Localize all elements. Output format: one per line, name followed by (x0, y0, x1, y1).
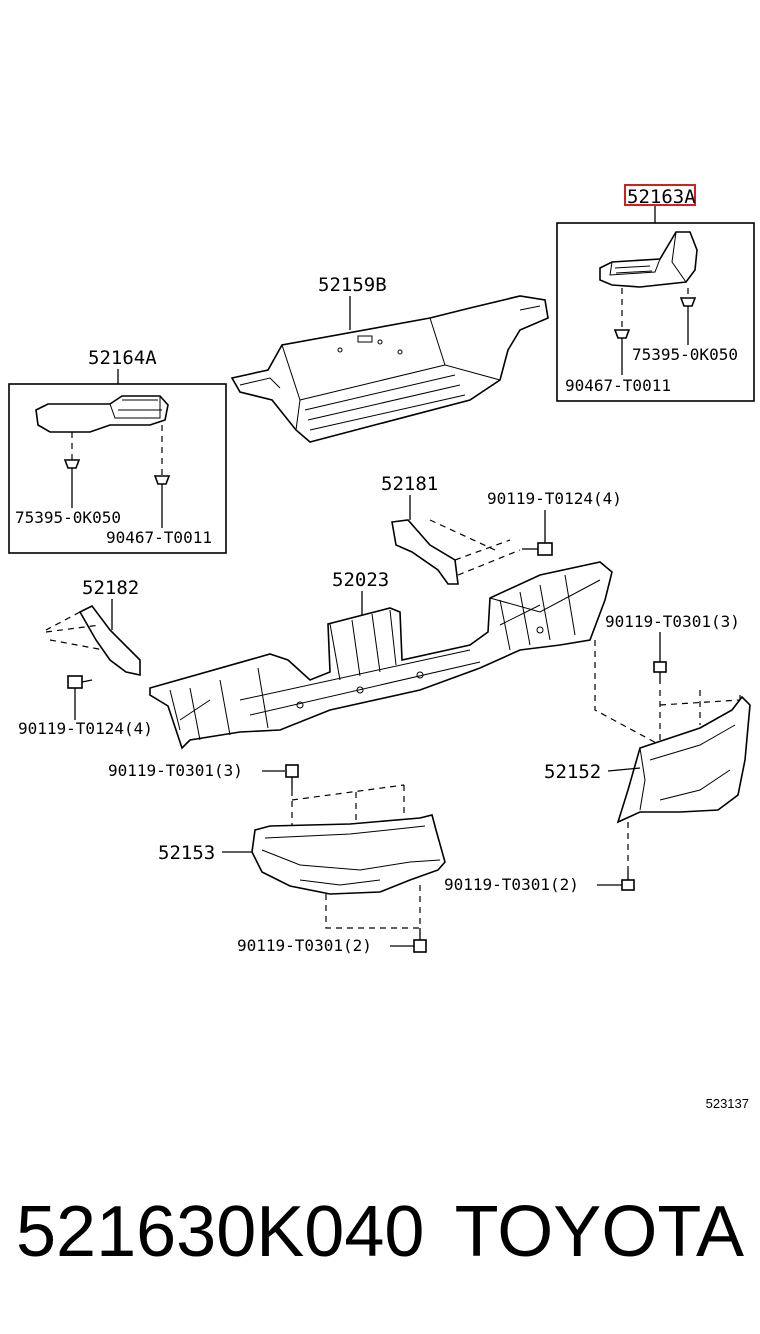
floor-pan (230, 295, 549, 443)
step-pad-left (35, 395, 169, 433)
rear-frame (149, 561, 613, 750)
bolt-icon (285, 764, 299, 790)
callout-52164a[interactable]: 52164A (88, 347, 157, 369)
callout-75395-right[interactable]: 75395-0K050 (632, 345, 738, 364)
bolt-icon (621, 870, 635, 891)
bolt-icon (522, 542, 553, 556)
bracket-52182 (78, 604, 141, 676)
callout-90119-t0301-3-left[interactable]: 90119-T0301(3) (108, 761, 243, 780)
callout-52023[interactable]: 52023 (332, 569, 389, 591)
callout-52182[interactable]: 52182 (82, 577, 139, 599)
group-52159b: 52159B (230, 274, 549, 443)
reference-code: 523137 (706, 1096, 749, 1111)
callout-52181[interactable]: 52181 (381, 473, 438, 495)
bolt-icon (413, 928, 427, 953)
group-52023: 52023 (149, 561, 613, 750)
clip-icon (63, 459, 81, 508)
group-52182: 52182 90119-T0124(4) (18, 577, 153, 738)
callout-52152[interactable]: 52152 (544, 761, 601, 783)
clip-icon (153, 475, 171, 528)
callout-52153[interactable]: 52153 (158, 842, 215, 864)
callout-90467-right[interactable]: 90467-T0011 (565, 376, 671, 395)
clip-icon (679, 297, 697, 345)
bumper-end-52153 (251, 814, 446, 895)
clip-icon (613, 329, 631, 375)
highlight-52163a (624, 184, 696, 206)
callout-90119-t0301-2-right[interactable]: 90119-T0301(2) (444, 875, 579, 894)
callout-75395-left[interactable]: 75395-0K050 (15, 508, 121, 527)
bolt-icon (67, 675, 93, 689)
callout-52163a[interactable]: 52163A (627, 186, 696, 208)
group-52153: 90119-T0301(3) 52153 90119-T0301(2) (108, 761, 446, 955)
group-52152: 90119-T0301(3) 52152 90119-T0301(2) (444, 612, 751, 894)
callout-52159b[interactable]: 52159B (318, 274, 387, 296)
bolt-icon (653, 661, 667, 684)
callout-90119-t0301-2-left[interactable]: 90119-T0301(2) (237, 936, 372, 955)
bracket-52181 (391, 519, 459, 585)
step-pad-right (599, 231, 698, 288)
part-number: 521630K040 (16, 1192, 424, 1272)
group-52164a: 52164A 75395-0K050 90467-T0011 (8, 347, 227, 554)
brand-name: TOYOTA (455, 1192, 744, 1272)
group-52163a: 52163A 75395-0K050 90467-T0011 (556, 184, 755, 402)
bumper-end-52152 (616, 695, 751, 824)
callout-90119-t0124-right[interactable]: 90119-T0124(4) (487, 489, 622, 508)
group-52181: 52181 90119-T0124(4) (381, 473, 622, 585)
callout-90467-left[interactable]: 90467-T0011 (106, 528, 212, 547)
box-52163a (556, 222, 755, 402)
callout-90119-t0124-left[interactable]: 90119-T0124(4) (18, 719, 153, 738)
callout-90119-t0301-3-right[interactable]: 90119-T0301(3) (605, 612, 740, 631)
